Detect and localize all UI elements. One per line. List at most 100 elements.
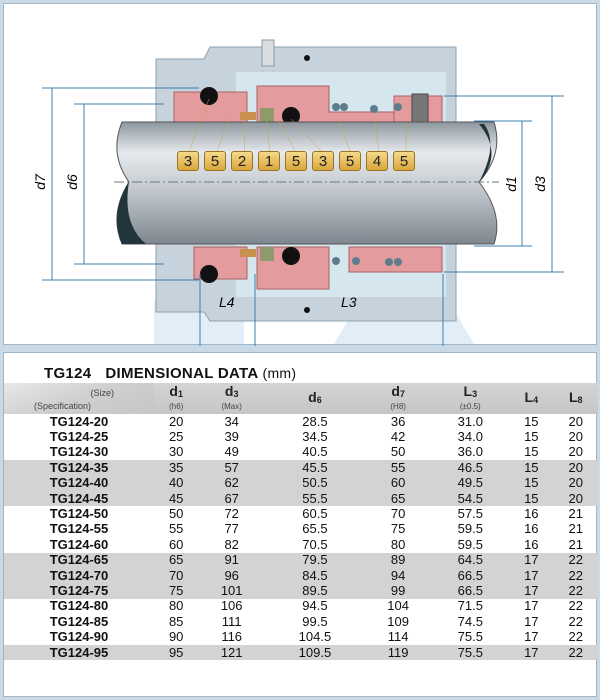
callout-badge: 2 (231, 151, 253, 171)
value-cell: 101 (198, 583, 265, 599)
spec-cell: TG124-85 (49, 613, 109, 629)
value-cell: 17 (509, 552, 554, 568)
callout-badge: 5 (204, 151, 226, 171)
specification-label: (Specification) (34, 401, 92, 411)
column-tolerance: (±0.5) (459, 401, 481, 411)
corner-header: (Size)(Specification) (4, 383, 154, 414)
value-cell: 72 (224, 506, 239, 522)
spec-cell: TG124-40 (4, 475, 154, 491)
callout-badge: 5 (285, 151, 307, 171)
value-cell: 21 (568, 521, 583, 537)
value-cell: 89 (364, 552, 432, 568)
column-header: d3(Max) (198, 383, 265, 414)
value-cell: 60 (168, 536, 184, 552)
value-cell: 20 (568, 444, 583, 460)
value-cell: 57 (198, 460, 265, 476)
column-symbol: d (308, 389, 317, 405)
column-symbol: d (224, 382, 234, 399)
dim-label-d1: d1 (502, 176, 519, 192)
value-cell: 95 (154, 644, 199, 661)
spec-cell: TG124-60 (49, 536, 109, 552)
dim-label-d7: d7 (31, 174, 48, 190)
value-cell: 49.5 (431, 475, 510, 491)
spec-cell: TG124-75 (4, 583, 154, 599)
spec-cell: TG124-30 (49, 444, 109, 460)
column-header: L3(±0.5) (431, 383, 510, 414)
value-cell: 79.5 (264, 552, 365, 568)
value-cell: 75 (390, 521, 406, 537)
value-cell: 99 (364, 583, 432, 599)
spec-cell: TG124-95 (4, 644, 154, 661)
column-symbol: d (169, 382, 178, 399)
value-cell: 91 (198, 552, 265, 568)
column-header: d6 (264, 383, 365, 414)
value-cell: 36 (390, 413, 406, 429)
value-cell: 15 (524, 444, 539, 460)
value-cell: 80 (390, 536, 406, 552)
value-cell: 16 (524, 536, 539, 552)
column-tolerance: (H8) (390, 401, 406, 411)
spec-cell: TG124-65 (4, 552, 154, 568)
column-tolerance: (h6) (169, 401, 184, 411)
value-cell: 17 (524, 629, 539, 645)
value-cell: 64.5 (431, 552, 510, 568)
value-cell: 54.5 (431, 490, 510, 507)
value-cell: 22 (568, 598, 583, 614)
value-cell: 60 (364, 475, 432, 491)
value-cell: 22 (568, 629, 583, 645)
value-cell: 75.5 (457, 629, 483, 645)
callout-badge: 5 (393, 151, 415, 171)
value-cell: 20 (553, 460, 598, 476)
value-cell: 82 (224, 536, 239, 552)
spec-cell: TG124-90 (49, 629, 109, 645)
value-cell: 17 (524, 613, 539, 629)
value-cell: 90 (168, 629, 184, 645)
value-cell: 34.0 (457, 429, 483, 445)
value-cell: 17 (509, 583, 554, 599)
column-subscript: 8 (577, 395, 583, 405)
column-subscript: 3 (472, 388, 478, 399)
value-cell: 21 (568, 506, 583, 522)
spec-cell: TG124-50 (49, 506, 109, 522)
value-cell: 35 (154, 460, 199, 476)
value-cell: 65 (154, 552, 199, 568)
column-subscript: 1 (177, 388, 183, 399)
mechanical-seal-cross-section (42, 39, 564, 346)
value-cell: 99.5 (302, 613, 328, 629)
column-header: d7 (H8) (364, 382, 432, 414)
column-header: L8 (553, 383, 598, 414)
value-cell: 85 (168, 613, 184, 629)
value-cell: 17 (524, 598, 539, 614)
value-cell: 22 (553, 644, 598, 661)
value-cell: 42 (390, 429, 406, 445)
value-cell: 70 (154, 567, 199, 584)
value-cell: 20 (553, 475, 598, 491)
value-cell: 15 (524, 429, 539, 445)
value-cell: 34 (224, 413, 239, 429)
column-subscript: 7 (399, 388, 405, 399)
value-cell: 50.5 (264, 475, 365, 491)
value-cell: 70.5 (302, 536, 328, 552)
value-cell: 17 (509, 567, 554, 584)
spec-cell: TG124-45 (4, 490, 154, 507)
value-cell: 119 (364, 644, 432, 661)
value-cell: 49 (224, 444, 239, 460)
value-cell: 28.5 (302, 413, 328, 429)
callout-badge: 3 (177, 151, 199, 171)
callout-badge: 1 (258, 151, 280, 171)
column-symbol: d (391, 382, 400, 399)
dim-label-L4: L4 (219, 294, 235, 310)
column-header: d1 (h6) (154, 382, 199, 414)
value-cell: 65 (364, 490, 432, 507)
